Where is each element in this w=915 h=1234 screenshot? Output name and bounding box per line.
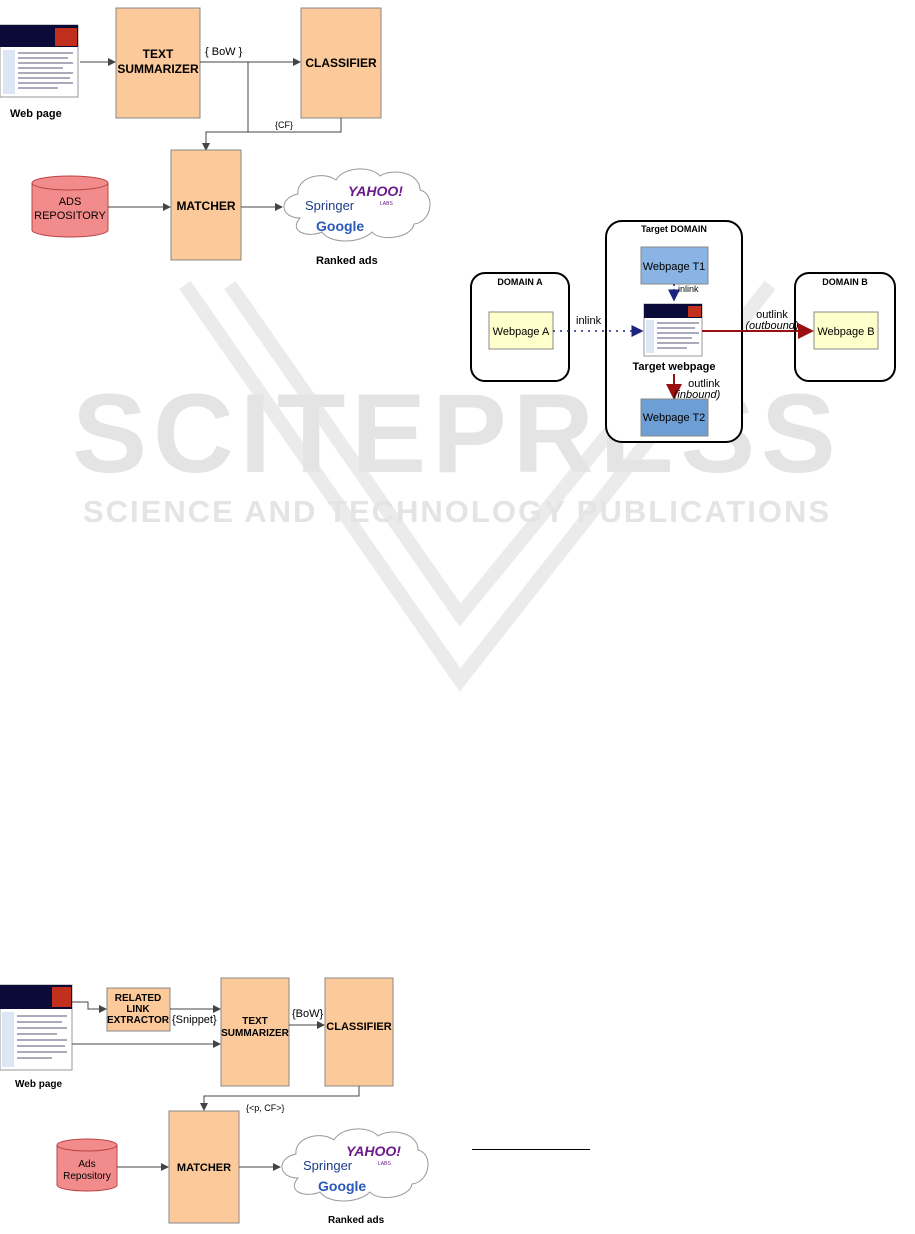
snippet-label: {Snippet} xyxy=(172,1014,217,1026)
text-summarizer-label-2: SUMMARIZER xyxy=(117,62,199,76)
related-link-label-3: EXTRACTOR xyxy=(107,1015,170,1026)
text-summarizer-box xyxy=(115,7,201,119)
ranked-ads-label-2: Ranked ads xyxy=(328,1215,385,1226)
ads-cloud xyxy=(283,168,431,242)
diagram-1: Web page TEXT SUMMARIZER { BoW } CLASSIF… xyxy=(0,7,431,267)
outbound-text: outbound xyxy=(749,320,796,332)
ads-cloud-2 xyxy=(281,1128,429,1202)
webpage-b-box xyxy=(813,311,879,350)
outlink-down-label: outlink xyxy=(688,378,720,390)
bow-label-2: {BoW} xyxy=(292,1008,324,1020)
yahoo-labs-logo: LABS xyxy=(380,201,393,207)
inlink-top-label: inlink xyxy=(678,284,699,294)
matcher-label-2: MATCHER xyxy=(177,1162,231,1174)
springer-logo: Springer xyxy=(305,198,355,213)
text-summarizer-2-label-2: SUMMARIZER xyxy=(221,1028,290,1039)
footnote-rule xyxy=(472,1149,590,1150)
outlink-right-label: outlink xyxy=(756,309,788,321)
classifier-label-2: CLASSIFIER xyxy=(326,1021,391,1033)
webpage-t1-label: Webpage T1 xyxy=(643,261,706,273)
diagram-2: Target DOMAIN DOMAIN A DOMAIN B Webpage … xyxy=(470,220,896,443)
ads-repository-2-label-2: Repository xyxy=(63,1171,111,1182)
google-logo-2: Google xyxy=(318,1178,366,1194)
domain-a-label: DOMAIN A xyxy=(497,277,543,287)
matcher-box-2 xyxy=(168,1110,240,1224)
ranked-ads-label: Ranked ads xyxy=(316,255,378,267)
domain-b-label: DOMAIN B xyxy=(822,277,868,287)
webpage-label-2: Web page xyxy=(15,1079,62,1090)
inbound-text: inbound xyxy=(677,389,717,401)
webpage-a-label: Webpage A xyxy=(493,326,550,338)
webpage-label: Web page xyxy=(10,108,62,120)
yahoo-labs-logo-2: LABS xyxy=(378,1161,391,1167)
ads-repository-label-1: ADS xyxy=(59,196,82,208)
matcher-label: MATCHER xyxy=(176,199,235,213)
cf-label: {CF} xyxy=(275,120,293,130)
matcher-box xyxy=(170,149,242,261)
webpage-thumbnail-2 xyxy=(0,984,73,1071)
text-summarizer-label-1: TEXT xyxy=(143,47,174,61)
webpage-t2-label: Webpage T2 xyxy=(643,412,706,424)
ads-repository-2-label-1: Ads xyxy=(78,1159,95,1170)
springer-logo-2: Springer xyxy=(303,1158,353,1173)
text-summarizer-box-2 xyxy=(220,977,290,1087)
google-logo: Google xyxy=(316,218,364,234)
bow-label: { BoW } xyxy=(205,46,243,58)
pcf-label: {<p, CF>} xyxy=(246,1103,285,1113)
inbound-label: (inbound) xyxy=(674,389,721,401)
related-link-label-1: RELATED xyxy=(115,993,161,1004)
webpage-a-box xyxy=(488,311,554,350)
yahoo-logo-2: YAHOO! xyxy=(346,1143,401,1159)
ads-repository-db xyxy=(31,175,109,238)
webpage-b-label: Webpage B xyxy=(817,326,874,338)
target-webpage-label: Target webpage xyxy=(633,361,716,373)
diagram-3: Web page RELATED LINK EXTRACTOR {Snippet… xyxy=(0,977,429,1226)
yahoo-logo: YAHOO! xyxy=(348,183,403,199)
classifier-label: CLASSIFIER xyxy=(305,56,377,70)
webpage-t2-box xyxy=(640,398,709,437)
classifier-box xyxy=(300,7,382,119)
inlink-left-label: inlink xyxy=(576,315,602,327)
text-summarizer-2-label-1: TEXT xyxy=(242,1016,268,1027)
related-link-label-2: LINK xyxy=(126,1004,150,1015)
webpage-thumbnail xyxy=(0,24,79,98)
target-domain-label: Target DOMAIN xyxy=(641,224,707,234)
webpage-t1-box xyxy=(640,246,709,285)
outbound-label: (outbound) xyxy=(745,320,799,332)
ads-repository-db-2 xyxy=(56,1138,118,1192)
target-webpage-thumbnail xyxy=(643,303,703,357)
watermark-sub: SCIENCE AND TECHNOLOGY PUBLICATIONS xyxy=(83,494,831,529)
ads-repository-label-2: REPOSITORY xyxy=(34,210,106,222)
